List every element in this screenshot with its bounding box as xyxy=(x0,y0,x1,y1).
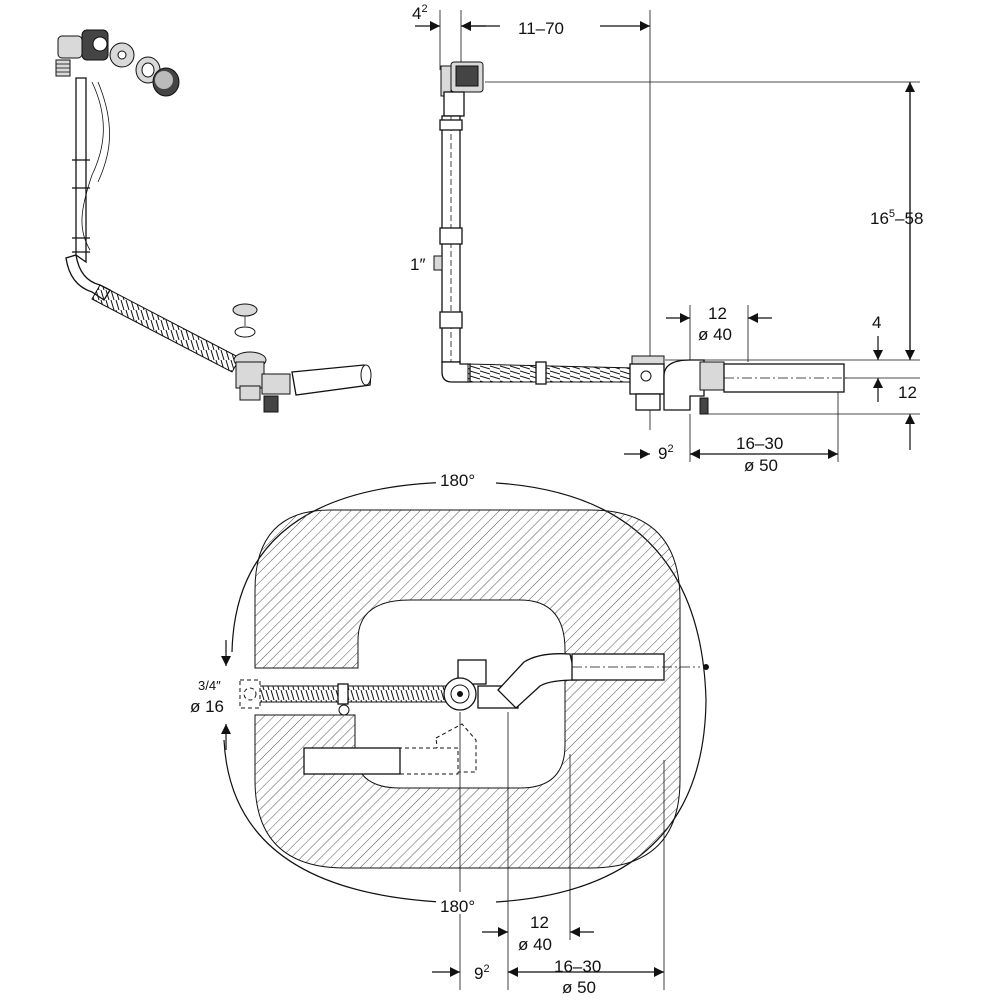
plan-inlet-width-label: 12 xyxy=(530,913,549,932)
plan-hose-size-label: 3/4″ xyxy=(198,678,221,693)
plan-outlet-dia-label: ø 50 xyxy=(562,978,596,997)
waste-set-icon xyxy=(232,303,372,413)
side-outlet-range-label: 16–30 xyxy=(736,434,783,453)
waste-body-icon xyxy=(629,355,850,415)
side-top-gap-label: 4 xyxy=(872,313,881,332)
side-drain-offset-label: 92 xyxy=(658,443,674,463)
side-inlet-width-label: 12 xyxy=(708,304,727,323)
side-inlet-dia-label: ø 40 xyxy=(698,325,732,344)
plan-waste-icon xyxy=(303,653,709,775)
tub-hatched-area xyxy=(254,509,681,869)
side-drain-height-label: 12 xyxy=(898,383,917,402)
side-thread-label: 1″ xyxy=(410,255,425,274)
side-height-range-label: 165–58 xyxy=(870,208,923,228)
plan-outlet-range-label: 16–30 xyxy=(554,957,601,976)
isometric-assembly xyxy=(55,29,372,413)
overflow-head-icon xyxy=(55,29,180,97)
plan-hose-dia-label: ø 16 xyxy=(190,697,224,716)
side-view: 42 11–70 165–58 1″ 12 ø 40 4 12 92 16–30… xyxy=(410,3,923,475)
plan-rotation-bottom-label: 180° xyxy=(440,897,475,916)
side-width-range-label: 11–70 xyxy=(518,19,564,38)
side-outlet-dia-label: ø 50 xyxy=(744,456,778,475)
side-offset-top-label: 42 xyxy=(412,3,428,23)
plan-inlet-dia-label: ø 40 xyxy=(518,935,552,954)
plan-rotation-top-label: 180° xyxy=(440,471,475,490)
plan-view: 180° 180° 3/4″ ø 16 12 ø 40 92 16–30 ø 5… xyxy=(190,466,709,997)
plan-drain-offset-label: 92 xyxy=(474,963,490,983)
